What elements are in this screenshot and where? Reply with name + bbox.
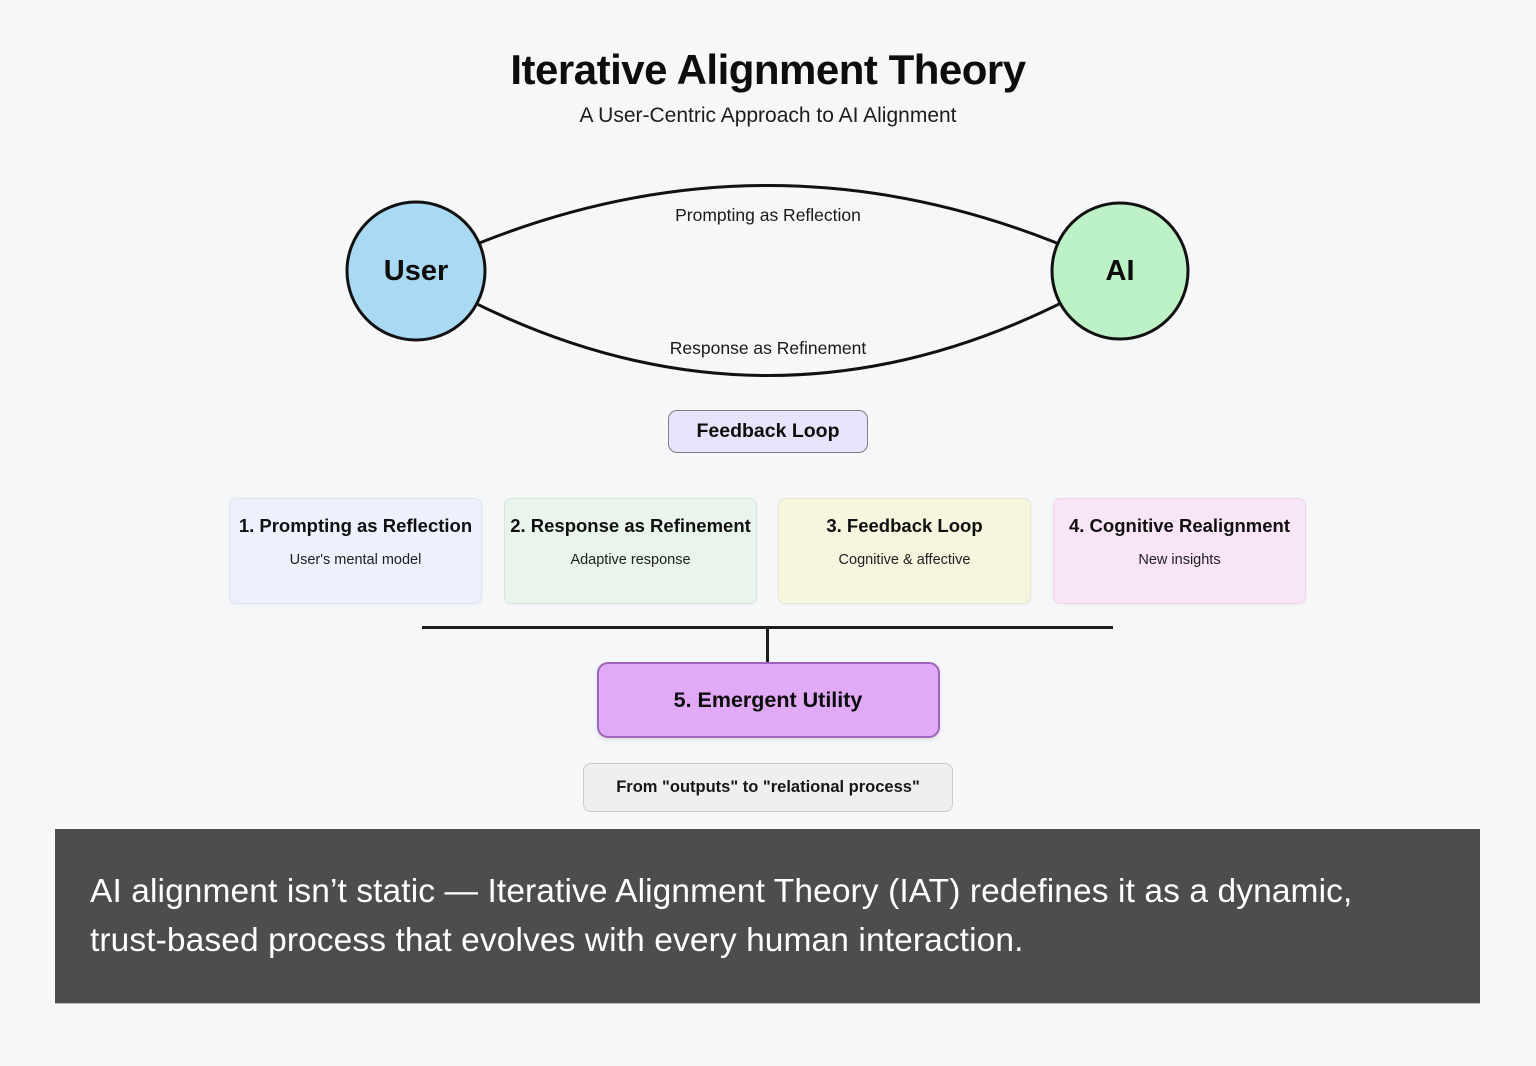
stage-subtitle: User's mental model (289, 552, 422, 568)
stage-box-response-as-refinement: 2. Response as Refinement Adaptive respo… (504, 498, 757, 604)
stage-box-prompting-as-reflection: 1. Prompting as Reflection User's mental… (229, 498, 482, 604)
user-ai-loop-diagram: User AI (345, 184, 1190, 377)
top-arc-label: Prompting as Reflection (675, 205, 861, 225)
ai-node-label: AI (1106, 255, 1135, 287)
vertical-connector-line (766, 626, 769, 664)
stage-subtitle: Adaptive response (570, 552, 691, 568)
ai-node (1050, 201, 1190, 341)
top-arc (415, 184, 1121, 273)
page-title: Iterative Alignment Theory (510, 46, 1026, 93)
feedback-loop-box: Feedback Loop (668, 410, 868, 453)
emergent-utility-label: 5. Emergent Utility (673, 687, 863, 712)
feedback-loop-label: Feedback Loop (696, 420, 840, 442)
stage-title: 3. Feedback Loop (826, 515, 983, 536)
emergent-utility-box: 5. Emergent Utility (596, 662, 940, 738)
page-subtitle: A User-Centric Approach to AI Alignment (579, 104, 957, 127)
stage-subtitle: New insights (1138, 552, 1221, 568)
stage-subtitle: Cognitive & affective (838, 552, 971, 568)
quote-label: From "outputs" to "relational process" (616, 778, 920, 796)
summary-banner-text: AI alignment isn’t static — Iterative Al… (90, 873, 1353, 959)
user-node (345, 200, 487, 342)
stage-title: 2. Response as Refinement (510, 515, 751, 536)
outputs-to-relational-process-box: From "outputs" to "relational process" (583, 763, 953, 812)
stage-title: 1. Prompting as Reflection (238, 515, 473, 536)
bottom-arc-label: Response as Refinement (669, 338, 867, 358)
stage-box-cognitive-realignment: 4. Cognitive Realignment New insights (1053, 498, 1306, 604)
summary-banner: AI alignment isn’t static — Iterative Al… (55, 829, 1480, 1003)
stage-title: 4. Cognitive Realignment (1068, 515, 1290, 536)
user-node-label: User (384, 255, 449, 287)
stage-box-feedback-loop: 3. Feedback Loop Cognitive & affective (778, 498, 1031, 604)
bottom-arc (415, 269, 1121, 377)
